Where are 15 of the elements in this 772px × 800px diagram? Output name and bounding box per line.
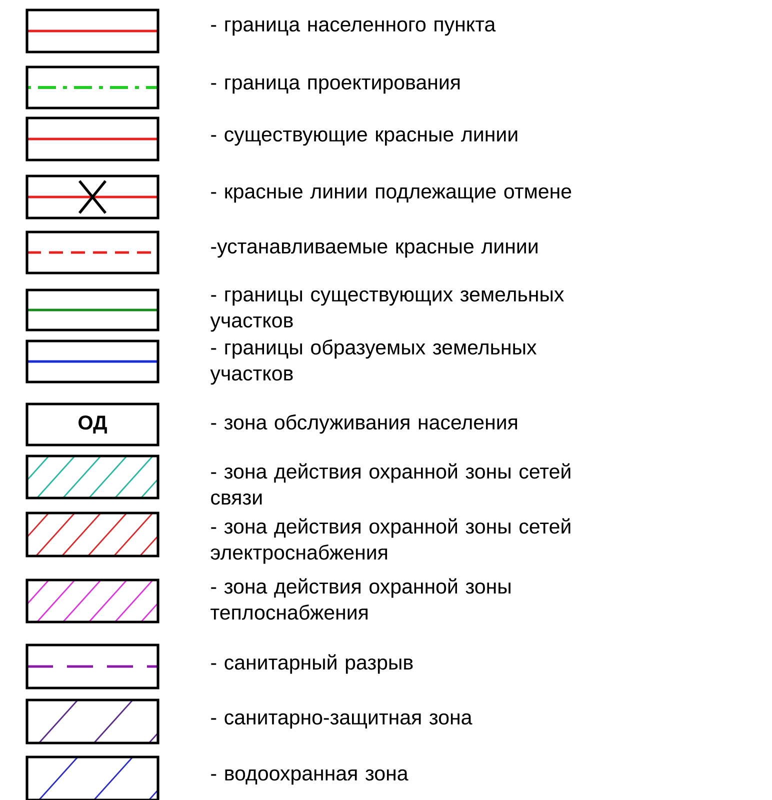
legend-text: - красные линии подлежащие отмене xyxy=(211,187,572,203)
legend-text: - зона действия охранной зоны сетей связи xyxy=(211,463,570,505)
legend-text: -устанавливаемые красные линии xyxy=(211,242,538,258)
legend-text: - водоохранная зона xyxy=(211,769,408,785)
legend-text: - граница населенного пункта xyxy=(211,20,496,36)
legend-sample: ОД xyxy=(26,402,160,446)
legend-text: - зона обслуживания населения xyxy=(211,414,517,434)
legend-text: - граница проектирования xyxy=(211,78,460,94)
legend-text: - границы образуемых земельных участков xyxy=(210,339,537,385)
legend-text: - границы существующих земельных участков xyxy=(210,290,564,332)
legend-text: - зона действия охранной зоны сетей электроснабжения xyxy=(210,518,570,564)
legend-text: - санитарно-защитная зона xyxy=(211,713,472,729)
legend-text: - существующие красные линии xyxy=(211,130,518,146)
legend-text: - зона действия охранной зоны теплоснабжения xyxy=(210,578,510,620)
legend-text: - санитарный разрыв xyxy=(211,654,413,674)
